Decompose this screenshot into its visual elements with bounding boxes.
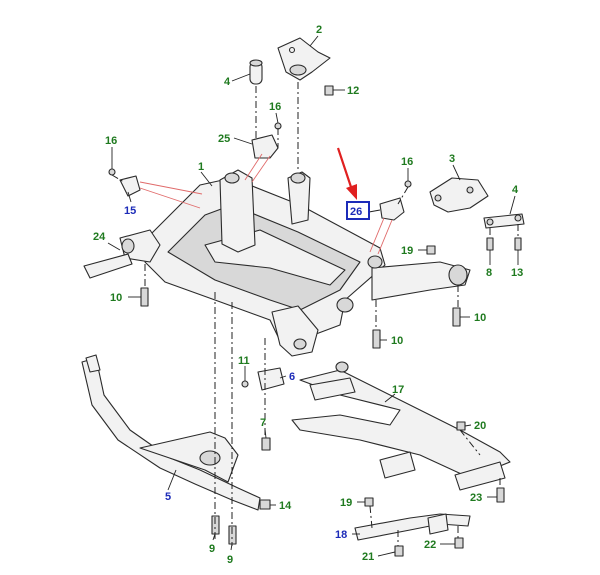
bolt-21 (394, 545, 404, 557)
callout-9-right: 9 (227, 554, 233, 566)
reference-lines (139, 153, 393, 255)
callout-21: 21 (362, 551, 374, 563)
callout-16-top: 16 (269, 101, 281, 113)
callout-3: 3 (449, 153, 455, 165)
bolt-14 (259, 499, 271, 510)
link-4-right (483, 213, 525, 229)
callout-11: 11 (238, 355, 250, 367)
bolt-20 (456, 421, 466, 431)
bolt-10-left (140, 287, 149, 307)
callout-labels: 1 2 3 4 4 5 6 7 8 9 9 10 10 10 11 12 13 … (93, 24, 523, 566)
callout-22: 22 (424, 539, 436, 551)
bolt-10-mid (372, 329, 381, 349)
subframe-assembly (119, 169, 471, 357)
callout-16-left: 16 (105, 135, 117, 147)
callout-4-top: 4 (224, 76, 231, 88)
callout-24: 24 (93, 231, 106, 243)
bracket-3 (429, 177, 489, 213)
callout-10-left: 10 (110, 292, 122, 304)
cross-brace-17 (291, 361, 511, 491)
callout-13: 13 (511, 267, 523, 279)
highlight-box-26 (346, 201, 370, 220)
callout-5: 5 (165, 491, 171, 503)
callout-17: 17 (392, 384, 404, 396)
callout-19-upper: 19 (401, 245, 413, 257)
bracket-26 (379, 180, 412, 221)
callout-26: 26 (350, 206, 362, 218)
callout-23: 23 (470, 492, 482, 504)
callout-16-right: 16 (401, 156, 413, 168)
bolt-10-right (452, 307, 461, 327)
mount-bush-top (249, 59, 263, 85)
bolt-8 (486, 237, 494, 251)
callout-1: 1 (198, 161, 204, 173)
callout-7: 7 (260, 417, 266, 429)
callout-9-left: 9 (209, 543, 215, 555)
bolt-22 (454, 537, 464, 549)
bolt-23 (496, 487, 505, 503)
front-crossbar-5 (81, 354, 261, 511)
bolt-12 (324, 85, 345, 96)
callout-10-mid: 10 (391, 335, 403, 347)
callout-10-right: 10 (474, 312, 486, 324)
bolt-19-upper (426, 245, 436, 255)
upper-mount-bracket (277, 37, 331, 81)
callout-18: 18 (335, 529, 347, 541)
rail-18 (354, 513, 471, 541)
bolt-19-lower (364, 497, 374, 507)
bracket-6 (241, 367, 285, 391)
callout-15: 15 (124, 205, 136, 217)
callout-2: 2 (316, 24, 322, 36)
mount-15 (108, 168, 141, 197)
callout-25: 25 (218, 133, 230, 145)
bracket-25 (251, 122, 282, 159)
callout-19-lower: 19 (340, 497, 352, 509)
leader-lines (107, 35, 519, 557)
callout-8: 8 (486, 267, 492, 279)
callout-4-right: 4 (512, 184, 519, 196)
callout-6: 6 (289, 371, 295, 383)
strut-24 (83, 253, 133, 279)
assembly-centerlines (111, 82, 519, 546)
bolt-7 (261, 437, 271, 451)
callout-14: 14 (279, 500, 292, 512)
red-arrow-indicator (336, 147, 357, 200)
callout-20: 20 (474, 420, 486, 432)
bolt-13 (514, 237, 522, 251)
callout-12: 12 (347, 85, 359, 97)
